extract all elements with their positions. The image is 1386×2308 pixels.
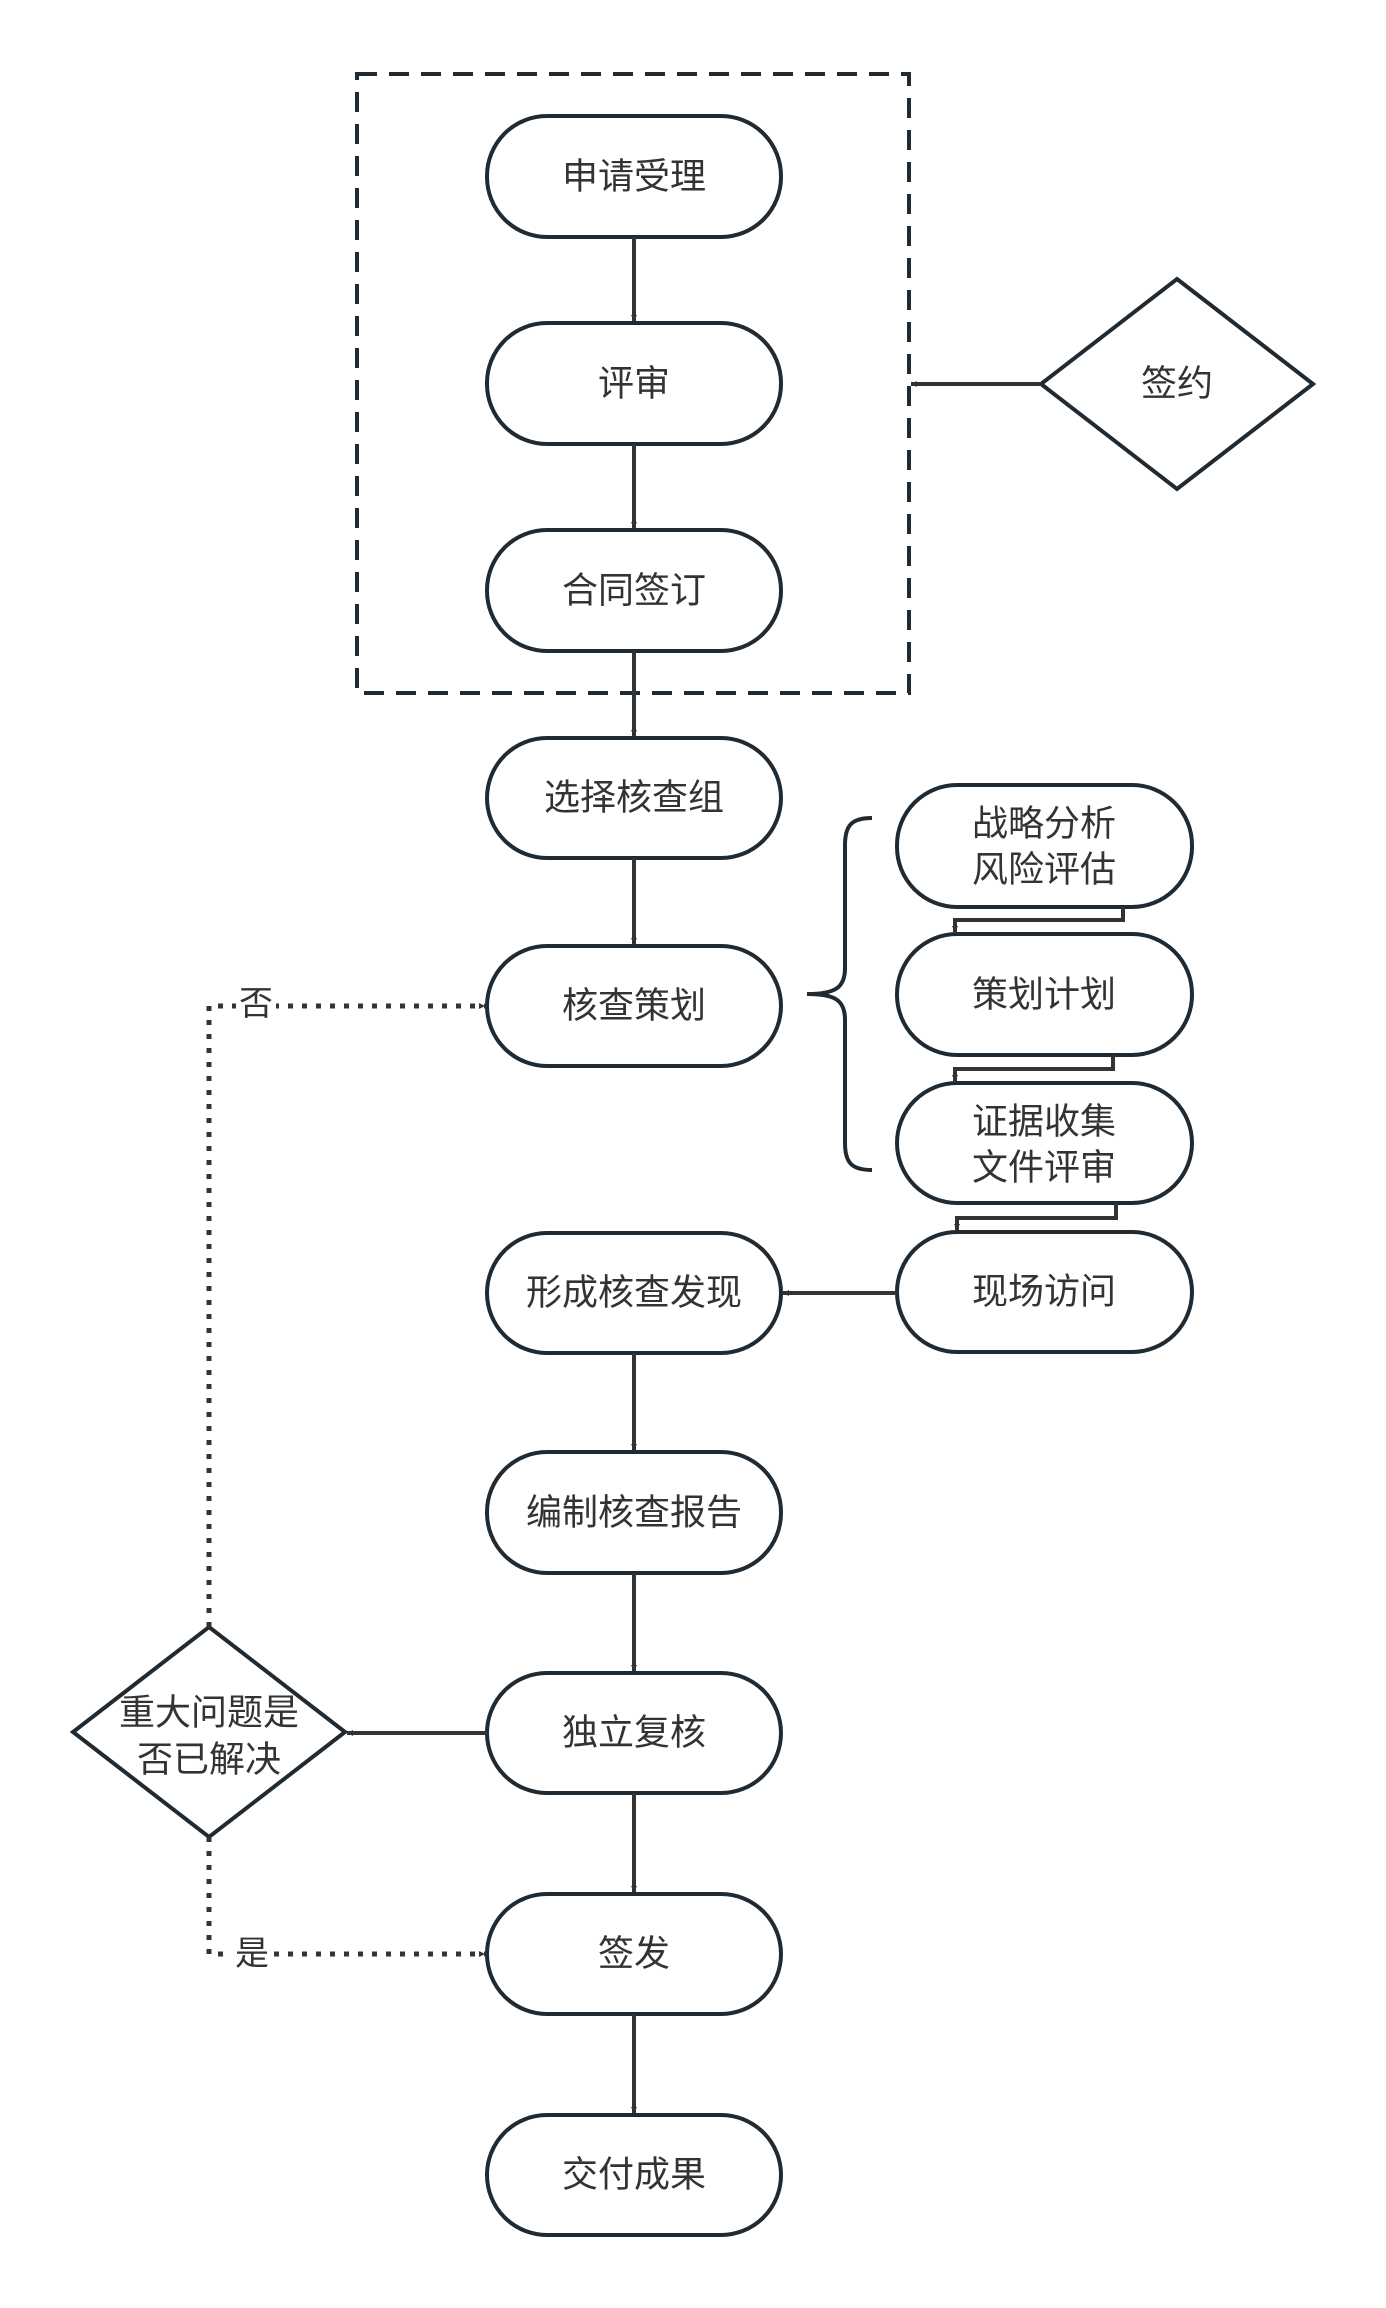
node-decision-line1: 重大问题是 — [119, 1693, 299, 1734]
node-select-team[interactable]: 选择核查组 — [485, 736, 783, 860]
node-issue[interactable]: 签发 — [485, 1892, 783, 2016]
node-sub-plan[interactable]: 策划计划 — [895, 932, 1194, 1057]
node-independent-review-label: 独立复核 — [562, 1713, 706, 1754]
node-deliver-label: 交付成果 — [562, 2155, 706, 2196]
node-signing-label: 签约 — [1141, 364, 1213, 405]
edge-sub-evidence-site-visit — [954, 1203, 1118, 1230]
node-sub-evidence-line1: 证据收集 — [972, 1102, 1116, 1143]
node-site-visit-label: 现场访问 — [972, 1272, 1116, 1313]
node-findings[interactable]: 形成核查发现 — [485, 1231, 783, 1355]
node-independent-review[interactable]: 独立复核 — [485, 1671, 783, 1795]
edge-label-no: 否 — [239, 984, 273, 1024]
edge-sub-strategy-sub-plan — [952, 907, 1125, 932]
node-sub-strategy[interactable]: 战略分析 风险评估 — [895, 783, 1194, 909]
edge-decision-no-planning — [206, 1003, 485, 1627]
node-sub-strategy-line1: 战略分析 — [972, 804, 1116, 845]
edge-sub-plan-sub-evidence — [952, 1055, 1115, 1081]
node-sub-plan-label: 策划计划 — [972, 975, 1116, 1016]
node-review-label: 评审 — [598, 364, 670, 405]
node-application-label: 申请受理 — [562, 157, 706, 198]
node-issue-label: 签发 — [598, 1934, 670, 1975]
node-review[interactable]: 评审 — [485, 321, 783, 446]
node-report[interactable]: 编制核查报告 — [485, 1450, 783, 1575]
edge-decision-yes-issue — [206, 1837, 485, 1957]
node-decision-line2: 否已解决 — [137, 1740, 281, 1781]
node-deliver[interactable]: 交付成果 — [485, 2113, 783, 2237]
node-contract[interactable]: 合同签订 — [485, 528, 783, 653]
node-decision[interactable]: 重大问题是 否已解决 — [69, 1624, 349, 1840]
node-sub-strategy-line2: 风险评估 — [972, 850, 1116, 891]
node-findings-label: 形成核查发现 — [526, 1273, 742, 1314]
node-contract-label: 合同签订 — [562, 571, 706, 612]
sub-process-brace — [806, 816, 873, 1172]
node-application[interactable]: 申请受理 — [485, 114, 783, 239]
node-planning-label: 核查策划 — [562, 986, 706, 1027]
node-sub-evidence-line2: 文件评审 — [972, 1148, 1116, 1189]
edge-label-yes: 是 — [235, 1934, 269, 1974]
node-signing[interactable]: 签约 — [1037, 276, 1317, 492]
node-report-label: 编制核查报告 — [526, 1493, 742, 1534]
node-planning[interactable]: 核查策划 — [485, 944, 783, 1068]
node-select-team-label: 选择核查组 — [544, 778, 724, 819]
node-sub-evidence[interactable]: 证据收集 文件评审 — [895, 1081, 1194, 1205]
node-site-visit[interactable]: 现场访问 — [895, 1230, 1194, 1354]
